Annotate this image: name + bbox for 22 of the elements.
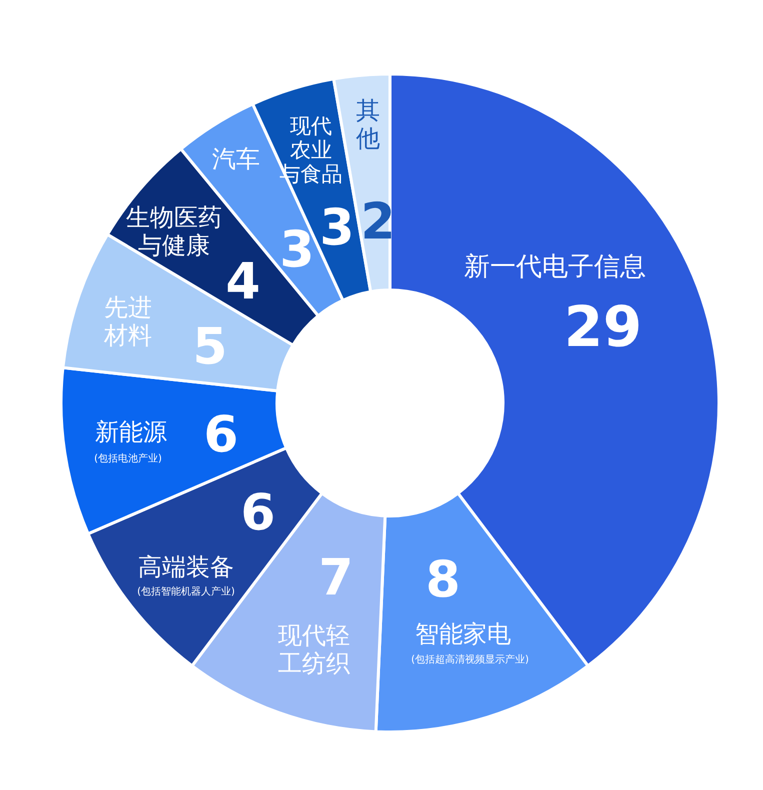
- value-label: 6: [240, 484, 276, 542]
- category-label: 新能源: [95, 419, 167, 447]
- value-label: 8: [426, 551, 460, 609]
- category-note: (包括智能机器人产业): [137, 586, 235, 598]
- value-label: 7: [318, 549, 354, 607]
- category-label: 高端装备: [138, 554, 234, 582]
- category-label: 先进材料: [104, 294, 152, 350]
- value-label: 3: [280, 221, 314, 279]
- category-label: 智能家电: [415, 621, 511, 649]
- value-label: 2: [360, 193, 396, 251]
- value-label: 5: [192, 318, 228, 376]
- category-label: 新一代电子信息: [464, 253, 646, 283]
- category-label: 汽车: [212, 146, 260, 174]
- value-label: 4: [226, 253, 260, 311]
- value-label: 6: [204, 406, 238, 464]
- category-note: (包括超高清视频显示产业): [411, 654, 529, 666]
- category-note: (包括电池产业): [94, 453, 162, 465]
- value-label: 29: [564, 296, 642, 360]
- category-label: 其他: [356, 97, 380, 153]
- category-label: 生物医药与健康: [126, 204, 222, 260]
- value-label: 3: [320, 199, 354, 257]
- category-label: 现代轻工纺织: [278, 622, 350, 678]
